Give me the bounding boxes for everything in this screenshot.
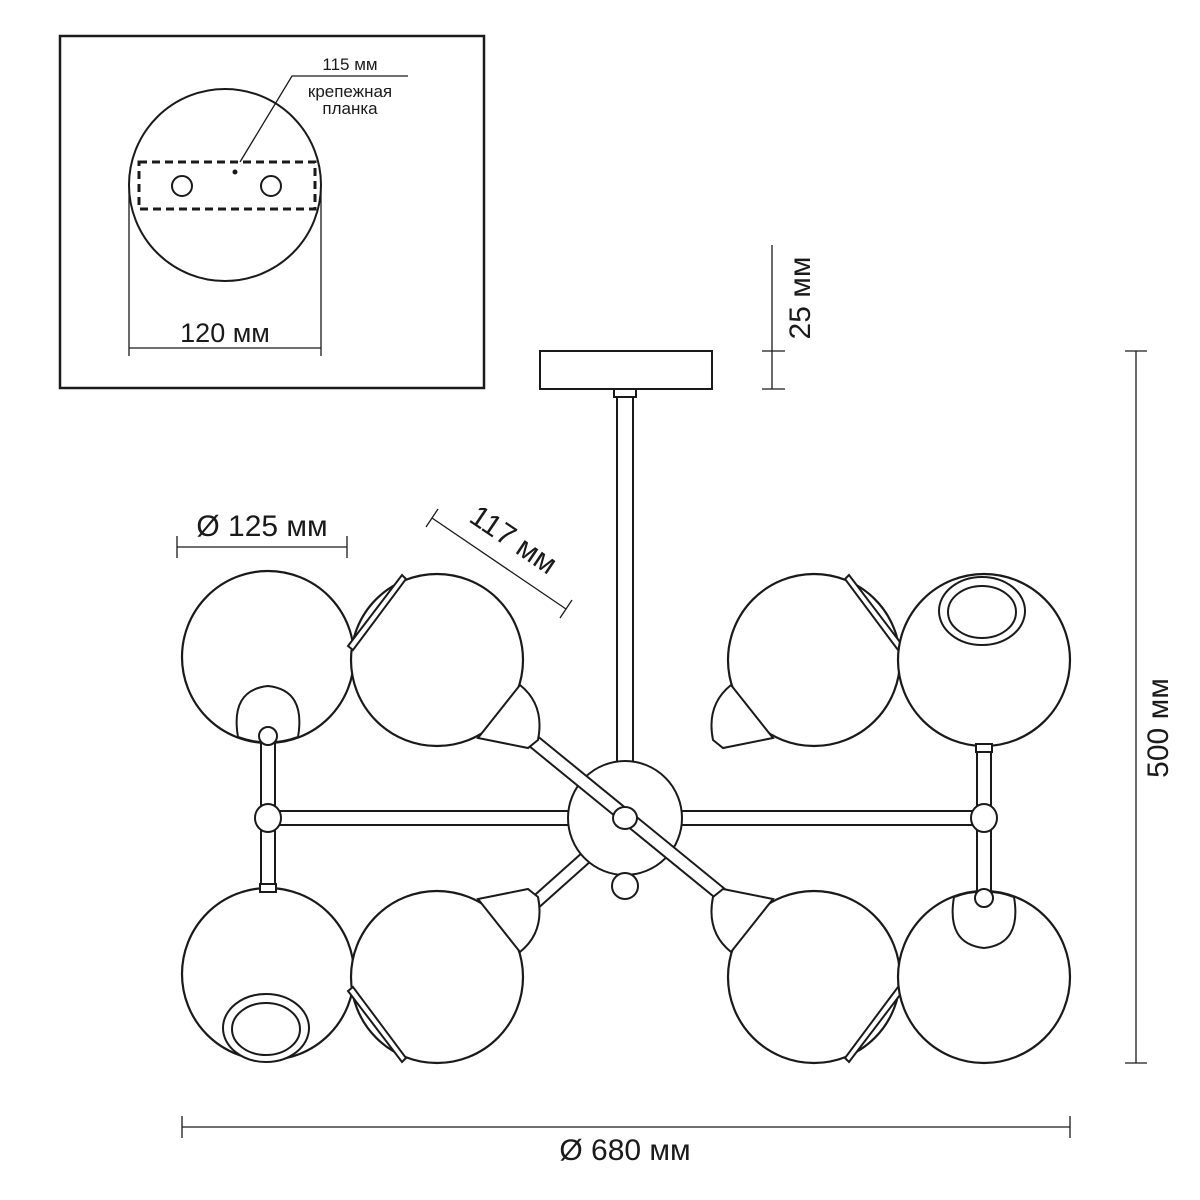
joint-left bbox=[254, 803, 282, 833]
globe-rim bbox=[346, 573, 408, 652]
shade-bottom-inner-right bbox=[710, 887, 905, 1065]
mounting-detail-inset: 115 мм крепежная планка 120 мм bbox=[58, 34, 486, 390]
ceiling-canopy bbox=[539, 350, 713, 390]
dim-shade-diameter: Ø 125 мм bbox=[176, 510, 348, 558]
shade-top-inner-right bbox=[710, 572, 905, 750]
plate-label-line1: крепежная bbox=[308, 82, 392, 101]
inset-frame bbox=[58, 34, 486, 390]
total-diameter-label: Ø 680 мм bbox=[559, 1134, 690, 1167]
mounting-hole-left bbox=[171, 175, 193, 197]
socket-ring bbox=[258, 726, 278, 746]
glass-globe bbox=[349, 889, 525, 1065]
mounting-hole-right bbox=[260, 175, 282, 197]
shade-bottom-left bbox=[180, 883, 356, 1063]
arm-right-horizontal bbox=[661, 810, 983, 826]
inset-canopy-circle bbox=[128, 88, 322, 282]
globe-opening-inner bbox=[947, 585, 1017, 639]
shade-bottom-right bbox=[896, 888, 1072, 1065]
dim-total-height: 500 мм bbox=[1125, 350, 1175, 1064]
socket-cup bbox=[476, 683, 541, 750]
hub-bottom-finial bbox=[611, 872, 639, 900]
shade-top-right bbox=[896, 572, 1072, 753]
socket-cup bbox=[710, 887, 775, 954]
socket-ring bbox=[974, 888, 994, 908]
rod-top-collar bbox=[613, 388, 637, 398]
socket-collar bbox=[259, 883, 277, 893]
shade-top-left bbox=[180, 569, 356, 746]
socket-collar bbox=[975, 743, 993, 753]
glass-globe bbox=[349, 572, 525, 748]
globe-opening-outer bbox=[222, 993, 310, 1063]
dim-tick-end bbox=[559, 599, 573, 619]
hub-center-joint bbox=[612, 806, 638, 830]
canopy-height-label: 25 мм bbox=[784, 257, 817, 340]
joint-right bbox=[970, 803, 998, 833]
suspension-rod bbox=[616, 396, 634, 766]
globe-opening-inner bbox=[231, 1002, 301, 1056]
plate-center-dot bbox=[232, 169, 238, 175]
mounting-plate-outline bbox=[137, 160, 317, 211]
center-hub bbox=[522, 734, 727, 916]
arm-left-horizontal bbox=[267, 810, 589, 826]
dim-canopy-height: 25 мм bbox=[762, 245, 817, 390]
globe-opening-outer bbox=[938, 576, 1026, 646]
arm-length-label: 117 мм bbox=[464, 499, 563, 581]
dim-total-diameter: Ø 680 мм bbox=[181, 1116, 1071, 1167]
plate-label-leader bbox=[239, 75, 408, 163]
shade-bottom-inner-left bbox=[346, 887, 541, 1065]
canopy-and-rod bbox=[539, 350, 713, 766]
shade-top-inner-left bbox=[346, 572, 541, 750]
canopy-diameter-label: 120 мм bbox=[180, 318, 270, 348]
plate-label-line2: планка bbox=[322, 99, 378, 118]
globe-rim bbox=[346, 985, 408, 1064]
socket-cup bbox=[476, 887, 541, 954]
socket-cup bbox=[710, 683, 775, 750]
total-height-label: 500 мм bbox=[1142, 678, 1175, 778]
dim-line bbox=[431, 517, 567, 610]
shade-diameter-label: Ø 125 мм bbox=[196, 510, 327, 543]
plate-width-label: 115 мм bbox=[322, 55, 377, 74]
dim-tick-start bbox=[425, 508, 439, 528]
